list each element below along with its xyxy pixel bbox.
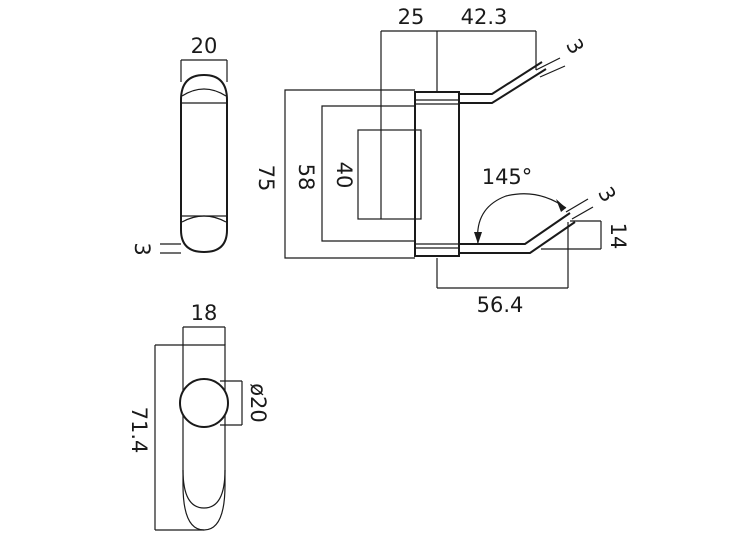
front-view: 25 42.3 75 58 40 3 145°	[254, 5, 630, 317]
angle-arrow-right	[556, 199, 566, 212]
dim-40-label: 40	[332, 162, 356, 189]
side-view: 20 3	[130, 34, 228, 256]
dim-3-right-ext-2	[571, 206, 594, 220]
hinge-plate	[414, 91, 460, 257]
upper-leaf-bottom	[459, 68, 547, 104]
dim-42-label: 42.3	[461, 5, 508, 29]
knob-view: 18 ø20 71.4	[127, 301, 270, 531]
knob-dia-label: ø20	[246, 383, 270, 423]
knob-width-label: 18	[191, 301, 218, 325]
dim-58-label: 58	[294, 164, 318, 191]
dim-3-top-label: 3	[561, 35, 588, 59]
dim-14-label: 14	[606, 223, 630, 250]
side-body	[180, 73, 228, 254]
knob-length-label: 71.4	[127, 407, 151, 454]
lower-leaf-bottom	[459, 221, 576, 254]
knob-inner-curve	[182, 469, 226, 509]
dim-25-label: 25	[398, 5, 425, 29]
angle-arrow-left	[474, 232, 482, 244]
knob-head	[179, 378, 229, 428]
side-width-label: 20	[191, 34, 218, 58]
dim-3-right-label: 3	[593, 183, 620, 207]
side-top-curve	[181, 88, 227, 97]
dim-3-top-ext-1	[535, 57, 561, 71]
dim-3-top-ext-2	[539, 65, 566, 78]
plate-40	[357, 129, 422, 220]
side-bottom-curve	[181, 215, 227, 223]
frame-75	[284, 89, 415, 259]
side-foot-label: 3	[130, 242, 154, 255]
frame-58	[321, 105, 415, 242]
dim-3-right-ext-1	[565, 198, 589, 213]
dim-75-label: 75	[254, 165, 278, 192]
angle-label: 145°	[482, 165, 533, 189]
angle-arc	[476, 193, 567, 245]
lower-leaf-top	[459, 212, 571, 245]
dim-56-label: 56.4	[477, 293, 524, 317]
upper-leaf-top	[459, 61, 543, 95]
knob-shaft	[182, 344, 226, 531]
